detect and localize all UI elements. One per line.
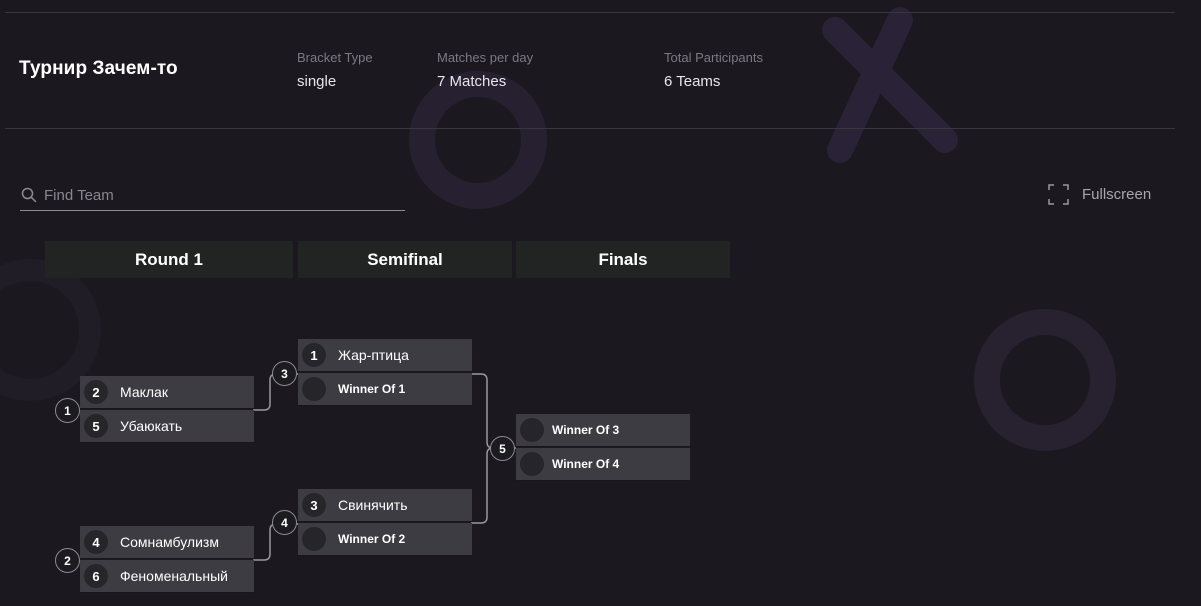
match-number-badge: 4 bbox=[272, 510, 297, 535]
stat-matches-per-day: Matches per day 7 Matches bbox=[437, 50, 533, 90]
team-slot[interactable]: 6 Феноменальный bbox=[80, 560, 254, 592]
round-header-finals: Finals bbox=[516, 241, 730, 278]
search-icon bbox=[21, 187, 37, 203]
fullscreen-button[interactable]: Fullscreen bbox=[1048, 182, 1151, 206]
seed-badge bbox=[520, 452, 544, 476]
round-header-semifinal: Semifinal bbox=[298, 241, 512, 278]
seed-badge: 4 bbox=[84, 530, 108, 554]
stat-label: Matches per day bbox=[437, 50, 534, 65]
team-slot[interactable]: 4 Сомнамбулизм bbox=[80, 526, 254, 558]
team-slot[interactable]: Winner Of 4 bbox=[516, 448, 690, 480]
fullscreen-label: Fullscreen bbox=[1082, 185, 1152, 203]
seed-badge: 2 bbox=[84, 380, 108, 404]
page-title: Турнир Зачем-то bbox=[19, 58, 178, 79]
team-name: Жар-птица bbox=[338, 347, 409, 363]
team-name: Winner Of 2 bbox=[338, 532, 406, 546]
search-input[interactable] bbox=[44, 184, 394, 206]
seed-badge: 3 bbox=[302, 493, 326, 517]
match-number-badge: 5 bbox=[490, 436, 515, 461]
team-name: Сомнамбулизм bbox=[120, 534, 219, 550]
seed-badge bbox=[520, 418, 544, 442]
team-name: Убаюкать bbox=[120, 418, 183, 434]
stat-value: single bbox=[297, 73, 337, 90]
team-slot[interactable]: Winner Of 2 bbox=[298, 523, 472, 555]
match-3: 1 Жар-птица Winner Of 1 bbox=[298, 339, 472, 407]
team-slot[interactable]: 5 Убаюкать bbox=[80, 410, 254, 442]
match-5: Winner Of 3 Winner Of 4 bbox=[516, 414, 690, 482]
connector-match-4 bbox=[471, 447, 494, 524]
team-slot[interactable]: Winner Of 3 bbox=[516, 414, 690, 446]
search-field[interactable] bbox=[20, 182, 405, 211]
match-number-badge: 3 bbox=[272, 361, 297, 386]
seed-badge bbox=[302, 527, 326, 551]
seed-badge bbox=[302, 377, 326, 401]
match-2: 4 Сомнамбулизм 6 Феноменальный bbox=[80, 526, 254, 594]
team-slot[interactable]: 2 Маклак bbox=[80, 376, 254, 408]
team-name: Winner Of 4 bbox=[552, 457, 620, 471]
team-name: Маклак bbox=[120, 384, 168, 400]
header-divider bbox=[5, 128, 1175, 129]
team-name: Феноменальный bbox=[120, 568, 228, 584]
stat-bracket-type: Bracket Type single bbox=[297, 50, 373, 90]
stat-label: Bracket Type bbox=[297, 50, 373, 65]
seed-badge: 6 bbox=[84, 564, 108, 588]
stat-value: 7 Matches bbox=[437, 73, 507, 90]
stat-label: Total Participants bbox=[664, 50, 763, 65]
team-name: Winner Of 3 bbox=[552, 423, 620, 437]
team-slot[interactable]: 1 Жар-птица bbox=[298, 339, 472, 371]
team-slot[interactable]: Winner Of 1 bbox=[298, 373, 472, 405]
round-header-round-1: Round 1 bbox=[45, 241, 293, 278]
connector-match-3 bbox=[471, 373, 516, 449]
fullscreen-icon bbox=[1048, 183, 1069, 205]
top-divider bbox=[5, 12, 1175, 13]
match-number-badge: 1 bbox=[55, 398, 80, 423]
match-number-badge: 2 bbox=[55, 548, 80, 573]
seed-badge: 1 bbox=[302, 343, 326, 367]
team-name: Winner Of 1 bbox=[338, 382, 406, 396]
stat-value: 6 Teams bbox=[664, 73, 721, 90]
match-4: 3 Свинячить Winner Of 2 bbox=[298, 489, 472, 557]
team-name: Свинячить bbox=[338, 497, 408, 513]
team-slot[interactable]: 3 Свинячить bbox=[298, 489, 472, 521]
seed-badge: 5 bbox=[84, 414, 108, 438]
stat-total-participants: Total Participants 6 Teams bbox=[664, 50, 763, 90]
match-1: 2 Маклак 5 Убаюкать bbox=[80, 376, 254, 444]
